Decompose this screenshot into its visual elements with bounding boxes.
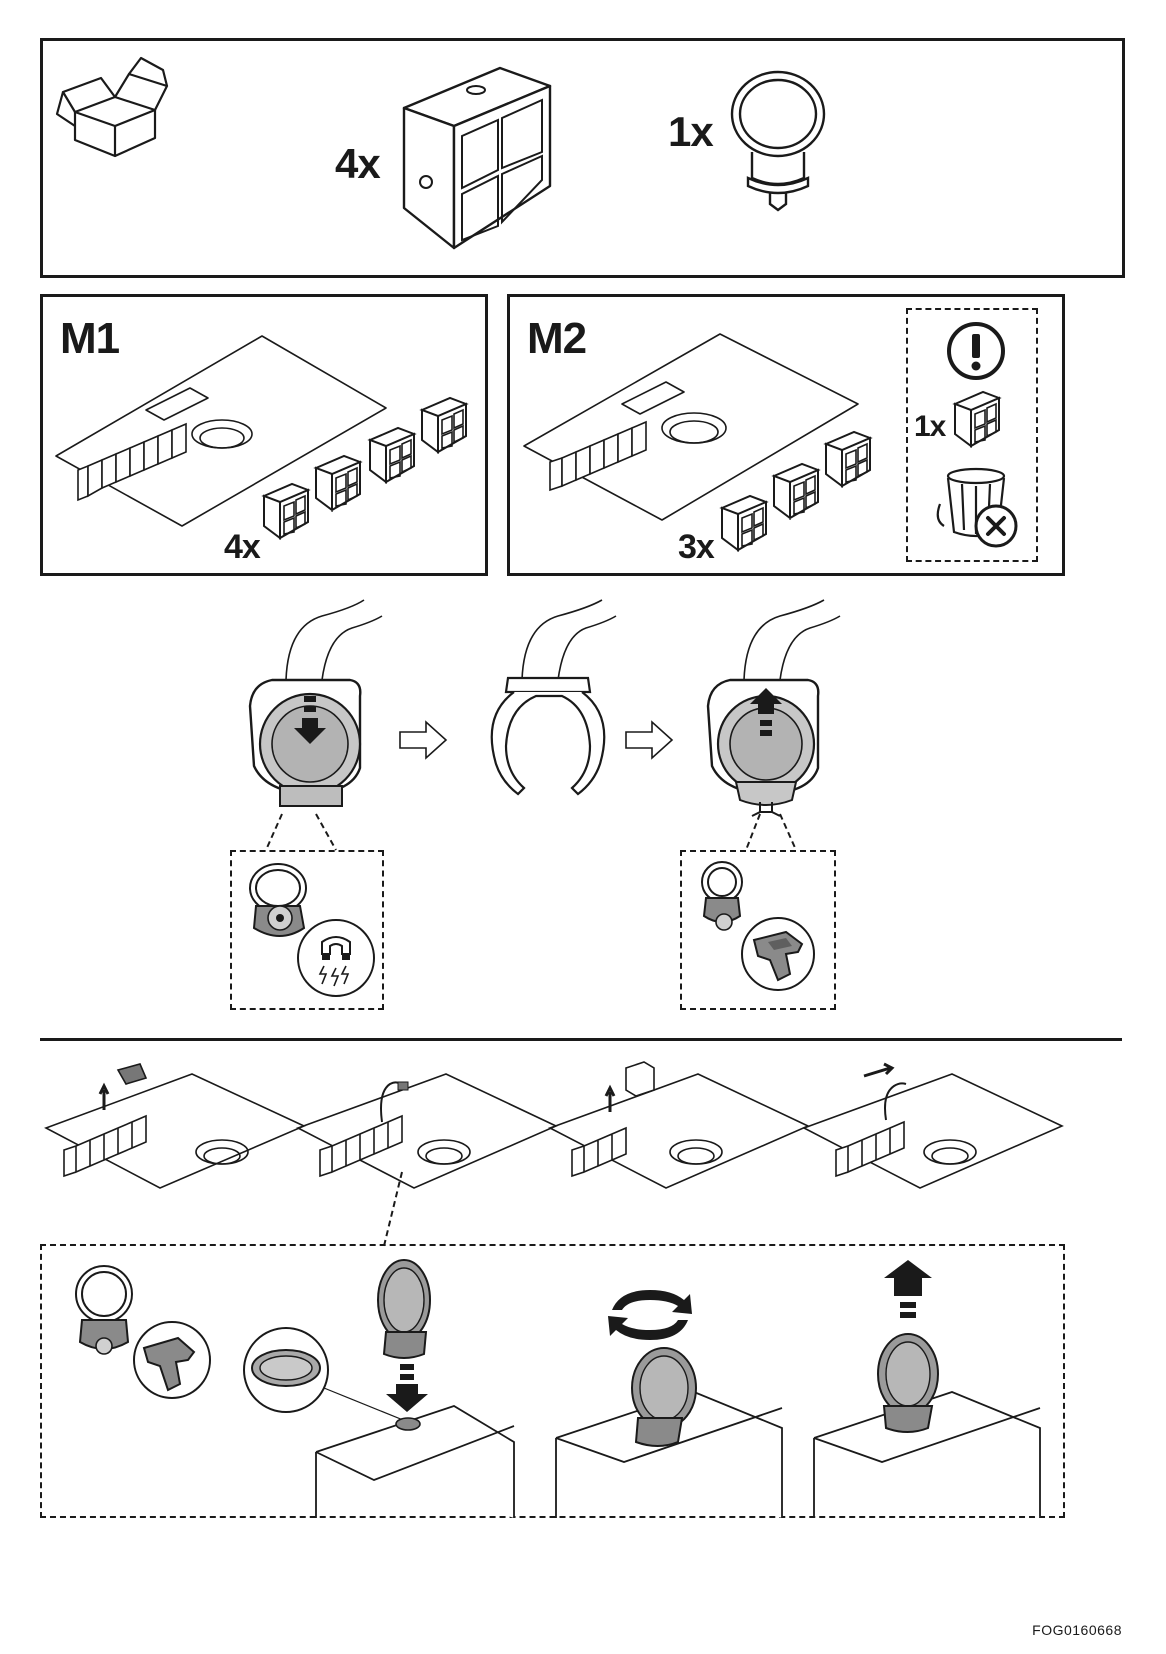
hob-with-filters-m1 [55, 335, 387, 527]
section-separator [40, 1038, 1122, 1041]
m2-notice-box [906, 308, 1038, 562]
package-contents-panel [40, 38, 1125, 278]
step-3-lifting-ring [706, 599, 841, 817]
bottom-detail-connector [383, 1171, 403, 1247]
detail-ring-with-connector [75, 1265, 211, 1399]
connector-detail [701, 861, 815, 991]
rotate-icon [608, 1290, 692, 1340]
detail-insert-ring [243, 1259, 515, 1518]
m2-filter-quantity: 3x [678, 528, 715, 566]
ring-quantity: 1x [668, 108, 714, 155]
mode-m1-panel [40, 294, 488, 576]
step-2-clip-ring [490, 599, 617, 796]
filter-block-small-2 [313, 454, 363, 512]
step-1-pressing-ring [248, 599, 383, 807]
trash-bin-icon [936, 467, 1018, 548]
open-box-icon [55, 56, 169, 158]
step-remove-grease-filter [44, 1063, 306, 1189]
mode-m2-title: M2 [527, 314, 587, 363]
magnetic-ring-icon [730, 70, 826, 212]
detail-connector-lines-right [745, 813, 797, 851]
detail-lift-ring [813, 1260, 1041, 1518]
magnetic-ring-detail [249, 863, 375, 997]
hob-with-filters-m2 [523, 333, 859, 521]
filter-block-small-4 [419, 396, 469, 454]
detail-connector-lines-left [265, 813, 337, 851]
step-unplug-connector [296, 1073, 558, 1189]
detail-twist-ring [555, 1347, 783, 1518]
notice-quantity: 1x [914, 410, 946, 443]
filter-quantity: 4x [335, 140, 381, 187]
filter-block-icon-notice [952, 390, 1002, 448]
ring-insertion-detail-box [40, 1244, 1065, 1518]
filter-block-small-5 [719, 494, 769, 552]
filter-block-small-7 [823, 430, 873, 488]
document-code: FOG0160668 [1032, 1622, 1122, 1638]
mode-m2-panel [507, 294, 1065, 576]
filter-block-icon [402, 66, 552, 250]
arrow-right-icon [399, 720, 448, 760]
arrow-right-icon-2 [625, 720, 674, 760]
filter-block-small-3 [367, 426, 417, 484]
connector-detail-box [680, 850, 836, 1010]
magnetic-ring-detail-box [230, 850, 384, 1010]
step-reconnect [802, 1062, 1064, 1189]
exclamation-icon [947, 322, 1005, 380]
filter-block-small-6 [771, 462, 821, 520]
mode-m1-title: M1 [60, 314, 120, 363]
m1-filter-quantity: 4x [224, 528, 261, 566]
filter-block-small-1 [261, 482, 311, 540]
step-place-filter [548, 1061, 810, 1189]
